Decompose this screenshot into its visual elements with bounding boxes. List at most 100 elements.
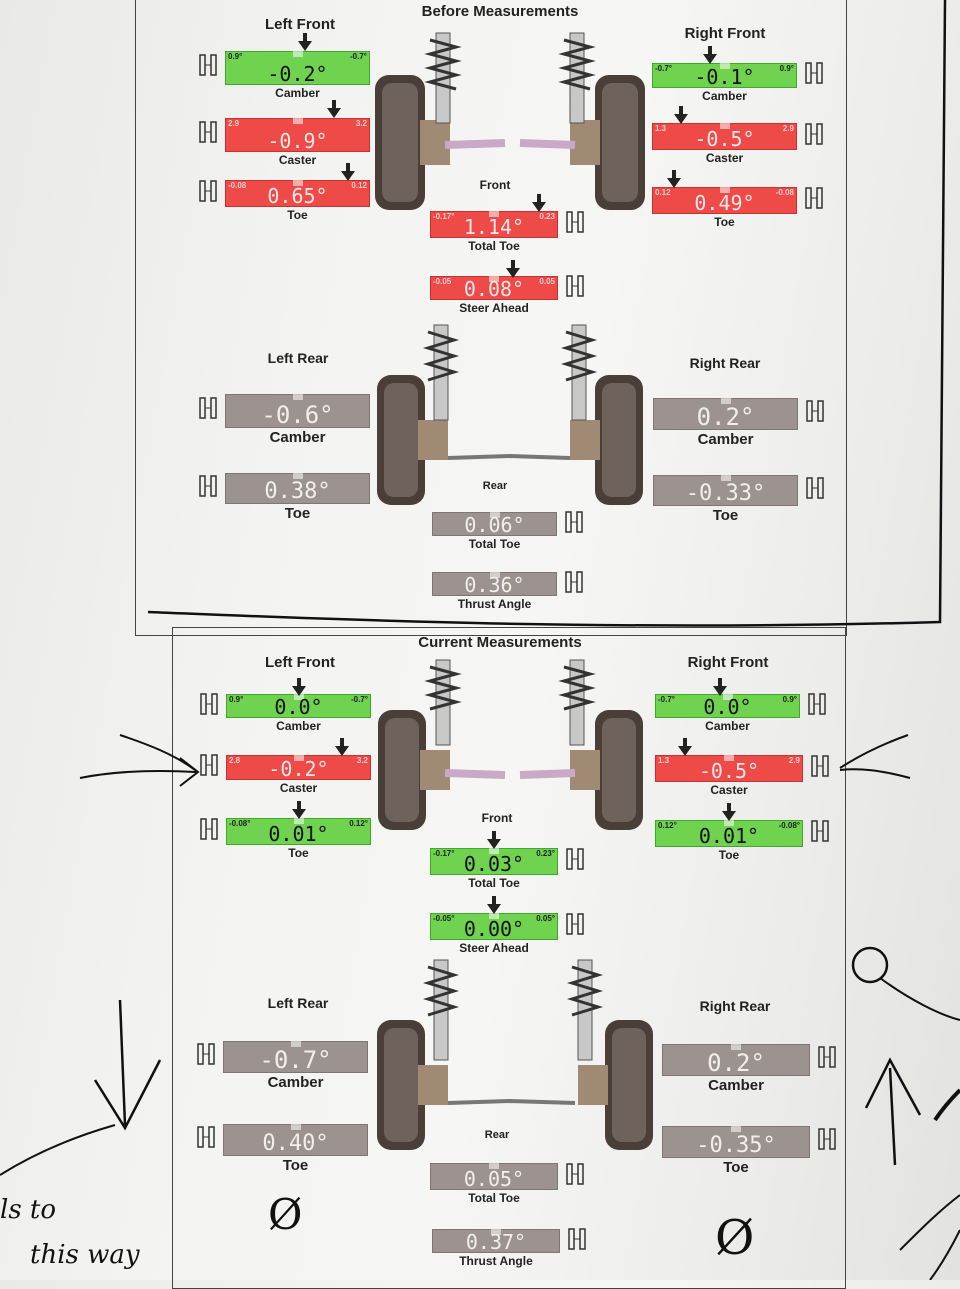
current-right-rear-camber-center-notch <box>731 1043 741 1050</box>
current-title: Current Measurements <box>418 634 582 651</box>
before-right-front-camber-tolerance-max: 0.9° <box>779 63 794 73</box>
before-total-toe-pointer-stem <box>536 194 541 202</box>
current-left-front-camber-pointer-arrow <box>291 686 306 696</box>
before-thrust-angle-caption: Thrust Angle <box>457 597 532 611</box>
before-right-front-toe-center-notch <box>719 186 730 193</box>
current-left-front-caster-tolerance-max: 3.2 <box>356 755 368 765</box>
current-right-rear-camber-caption: Camber <box>708 1077 764 1094</box>
current-left-front-caster-value: -0.2° <box>268 757 329 781</box>
before-right-front-camber-gauge: -0.7°0.9°-0.1°Camber <box>652 46 823 103</box>
right-front-strut <box>519 32 596 149</box>
current-total-toe-pointer-stem <box>492 831 496 839</box>
before-front-axle-label: Front <box>479 178 511 192</box>
before-right-rear-camber-gauge: 0.2°Camber <box>653 392 824 448</box>
current-right-front-camber-caption: Camber <box>705 719 750 733</box>
before-left-front-toe-wheel-diagram-icon <box>199 180 217 202</box>
current-rear-total-toe-wheel-diagram-icon <box>566 1163 584 1185</box>
current-left-front-camber-wheel-diagram-icon <box>200 693 218 715</box>
before-right-front-caster-tolerance-max: 2.9 <box>782 123 794 133</box>
current-left-front-toe-caption: Toe <box>288 846 309 860</box>
current-right-front-toe-tolerance-max: -0.08° <box>778 820 800 830</box>
current-left-front-caster-wheel-diagram-icon <box>200 754 218 776</box>
current-steer-ahead-gauge: -0.05°0.05°0.00°Steer Ahead <box>430 896 584 955</box>
current-steer-ahead-caption: Steer Ahead <box>459 941 529 955</box>
before-right-front-caster-caption: Caster <box>705 151 744 165</box>
before-left-front-camber-wheel-diagram-icon <box>199 54 217 76</box>
before-right-front-camber-value: -0.1° <box>694 65 755 89</box>
current-right-rear-toe-gauge: -0.35°Toe <box>662 1120 836 1176</box>
before-rear-total-toe-wheel-diagram-icon <box>565 511 583 533</box>
current-left-front-camber-pointer-stem <box>296 678 301 686</box>
before-right-front-toe-pointer-stem <box>671 170 676 178</box>
before-rear-total-toe-center-notch <box>489 512 500 519</box>
right-up-arrow <box>864 1057 922 1166</box>
before-left-front-caster-value: -0.9° <box>267 129 328 153</box>
current-left-front-caster-caption: Caster <box>279 781 318 795</box>
before-rear-total-toe-value: 0.06° <box>464 513 525 537</box>
current-left-rear-toe-wheel-diagram-icon <box>197 1126 215 1148</box>
current-right-front-camber-tolerance-min: -0.7° <box>658 695 675 705</box>
before-left-front-caster-wheel-diagram-icon <box>199 121 217 143</box>
current-right-front-caster-value: -0.5° <box>698 759 760 783</box>
current-right-front-caster-pointer-stem <box>682 738 687 746</box>
current-rear-axle-label: Rear <box>484 1129 510 1141</box>
before-left-front-toe-caption: Toe <box>287 208 308 222</box>
before-right-front-caster-pointer-arrow <box>674 114 688 124</box>
before-right-rear-camber-wheel-diagram-icon <box>806 400 824 422</box>
current-right-front-caster-wheel-diagram-icon <box>811 755 829 777</box>
before-left-front-camber-center-notch <box>292 51 303 57</box>
before-left-rear-toe-caption: Toe <box>284 505 311 522</box>
left-caster-arrow <box>79 734 200 787</box>
current-total-toe-tolerance-min: -0.17° <box>433 848 455 858</box>
before-title: Before Measurements <box>421 3 579 20</box>
before-steer-ahead-pointer-stem <box>511 260 516 268</box>
current-left-front-camber-caption: Camber <box>276 719 321 733</box>
right-circle-mark <box>851 946 889 984</box>
before-right-rear-camber-value: 0.2° <box>696 403 755 431</box>
before-right-front-camber-tolerance-min: -0.7° <box>655 63 672 73</box>
before-steer-ahead-center-notch <box>489 276 499 283</box>
current-left-front-toe-value: 0.01° <box>268 822 329 846</box>
current-rear-total-toe-gauge: 0.05°Total Toe <box>430 1158 584 1205</box>
current-left-front-label: Left Front <box>265 654 335 671</box>
current-right-front-camber-gauge: -0.7°0.9°0.0°Camber <box>655 678 826 733</box>
current-right-front-toe-center-notch <box>724 819 734 826</box>
current-right-front-toe-gauge: 0.12°-0.08°0.01°Toe <box>655 803 829 862</box>
current-rear-total-toe-center-notch <box>489 1162 499 1169</box>
before-left-front-caster-pointer-stem <box>331 100 336 108</box>
current-right-front-label: Right Front <box>687 654 769 671</box>
current-left-front-toe-tolerance-max: 0.12° <box>349 818 368 828</box>
current-left-front-camber-value: 0.0° <box>274 695 323 719</box>
current-right-front-caster-center-notch <box>724 754 734 761</box>
before-left-front-toe-pointer-stem <box>346 163 351 171</box>
handwritten-note-line2: this way <box>30 1240 140 1270</box>
current-right-front-toe-caption: Toe <box>718 848 740 862</box>
current-rear-suspension-illustration <box>377 959 653 1150</box>
before-left-front-toe-tolerance-max: 0.12 <box>351 180 367 190</box>
current-left-front-caster-pointer-stem <box>340 738 344 746</box>
current-left-rear-toe-gauge: 0.40°Toe <box>197 1118 368 1174</box>
current-left-rear-toe-center-notch <box>290 1123 301 1130</box>
before-right-front-camber-pointer-arrow <box>703 54 717 64</box>
before-left-front-caster-caption: Caster <box>278 153 317 167</box>
before-left-rear-camber-center-notch <box>292 394 303 400</box>
current-left-front-caster-pointer-arrow <box>335 746 349 756</box>
before-right-front-toe-pointer-arrow <box>666 178 681 188</box>
current-steer-ahead-center-notch <box>489 912 499 919</box>
handwritten-zero-right: Ø <box>715 1210 755 1266</box>
right-caster-arrow <box>839 734 911 779</box>
before-left-rear-toe-center-notch <box>292 473 303 480</box>
before-right-rear-toe-gauge: -0.33°Toe <box>653 470 824 524</box>
current-steer-ahead-pointer-arrow <box>487 904 501 914</box>
current-thrust-angle-center-notch <box>491 1229 501 1236</box>
before-left-front-label: Left Front <box>265 16 335 33</box>
current-right-front-toe-value: 0.01° <box>698 824 760 848</box>
current-thrust-angle-caption: Thrust Angle <box>459 1254 533 1268</box>
current-front-axle-label: Front <box>481 811 513 825</box>
current-right-rear-label: Right Rear <box>699 998 771 1014</box>
left-down-arrow <box>93 999 162 1131</box>
